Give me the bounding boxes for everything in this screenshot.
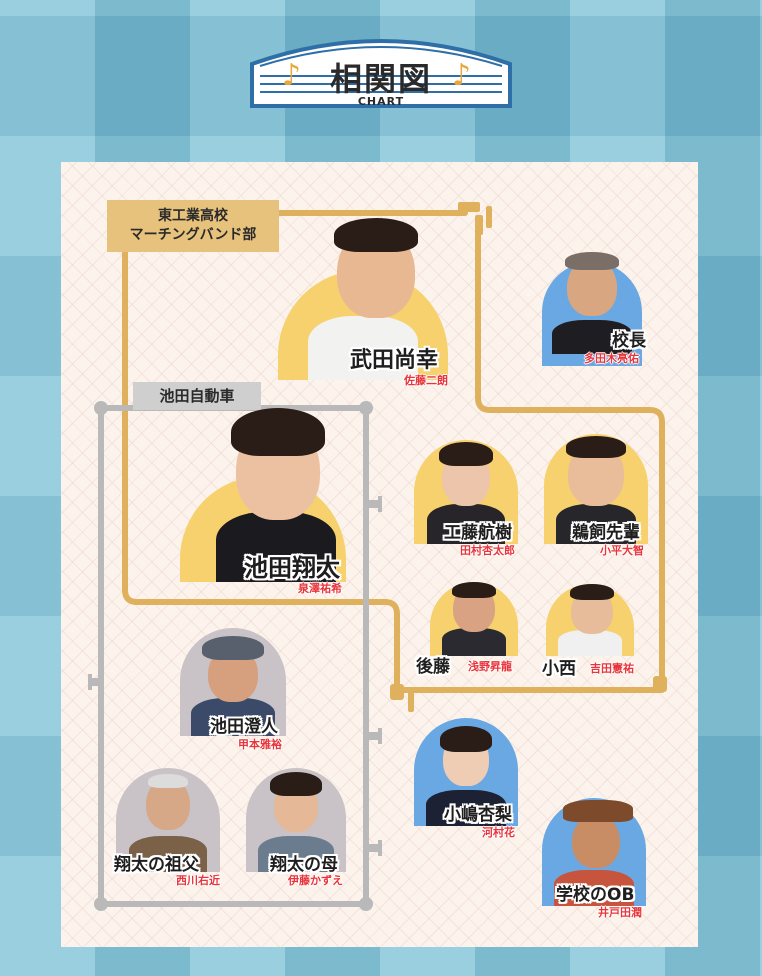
character-ukai: 鵜飼先輩 小平大智 <box>544 432 662 558</box>
portrait-hair <box>570 584 614 600</box>
actor-name: 甲本雅裕 <box>238 738 282 751</box>
portrait-body <box>442 628 506 656</box>
character-konishi: 小西 吉田憲祐 <box>540 584 652 679</box>
character-mother: 翔太の母 伊藤かずえ <box>246 768 358 887</box>
chart-title-badge: 相関図 CHART ♪ ♪ <box>246 24 516 110</box>
group-label-school-line2: マーチングバンド部 <box>129 227 257 243</box>
portrait-body <box>191 698 275 736</box>
portrait-hair <box>202 636 264 660</box>
character-name: 校長 <box>612 331 646 351</box>
portrait-hair <box>148 774 188 788</box>
portrait-hair <box>563 800 633 822</box>
actor-name: 浅野昇龍 <box>468 660 512 673</box>
character-name: 翔太の母 <box>270 855 338 875</box>
character-principal: 校長 多田木亮佑 <box>542 248 652 366</box>
character-name: 小西 <box>542 659 576 679</box>
music-note-icon: ♪ <box>282 58 302 93</box>
portrait-hair <box>334 218 418 252</box>
portrait-hair <box>452 582 496 598</box>
character-ikeda-sumito: 池田澄人 甲本雅裕 <box>180 628 298 751</box>
portrait-hair <box>565 252 619 270</box>
portrait-body <box>556 504 636 544</box>
portrait-body <box>258 836 334 872</box>
character-name: 鵜飼先輩 <box>572 523 640 543</box>
portrait-body <box>558 630 622 656</box>
group-label-marching-band: 東工業高校 マーチングバンド部 <box>107 200 279 252</box>
portrait-face <box>572 814 620 868</box>
character-goto: 後藤 浅野昇龍 <box>416 582 532 677</box>
portrait-hair <box>270 772 322 796</box>
portrait-body <box>552 320 632 354</box>
portrait-body <box>216 512 336 582</box>
character-school-ob: 学校のOB 井戸田潤 <box>542 796 658 920</box>
character-kojima: 小嶋杏梨 河村花 <box>414 716 530 840</box>
character-name: 学校のOB <box>556 885 635 905</box>
actor-name: 吉田憲祐 <box>590 662 634 675</box>
character-ikeda-shota: 池田翔太 泉澤祐希 <box>180 392 364 595</box>
character-takeda: 武田尚幸 佐藤二朗 <box>278 200 448 387</box>
actor-name: 小平大智 <box>600 544 644 557</box>
character-name: 小嶋杏梨 <box>444 805 512 825</box>
chart-subtitle: CHART <box>357 95 405 108</box>
portrait-body <box>554 870 634 906</box>
portrait-hair <box>231 408 325 456</box>
chart-title: 相関図 <box>329 60 432 98</box>
character-name: 池田澄人 <box>210 717 278 737</box>
actor-name: 河村花 <box>482 826 515 839</box>
music-note-icon: ♪ <box>452 58 472 93</box>
portrait-hair <box>566 436 626 458</box>
actor-name: 西川右近 <box>176 874 220 887</box>
title-badge-frame <box>250 39 512 108</box>
actor-name: 佐藤二朗 <box>404 374 448 387</box>
character-name: 後藤 <box>416 657 450 677</box>
portrait-body <box>129 836 207 872</box>
portrait-body <box>308 316 418 380</box>
actor-name: 伊藤かずえ <box>288 874 343 887</box>
actor-name: 田村杏太郎 <box>460 544 515 557</box>
portrait-body <box>426 790 506 826</box>
character-name: 工藤航樹 <box>444 523 512 543</box>
character-kudo: 工藤航樹 田村杏太郎 <box>414 438 534 558</box>
group-label-ikeda-motors: 池田自動車 <box>133 382 261 410</box>
portrait-hair <box>439 442 493 466</box>
group-label-school-line1: 東工業高校 <box>158 208 228 224</box>
character-name: 翔太の祖父 <box>114 855 199 875</box>
actor-name: 泉澤祐希 <box>298 582 342 595</box>
portrait-body <box>427 504 505 544</box>
portrait-hair <box>440 726 492 752</box>
character-name: 池田翔太 <box>244 554 340 582</box>
character-name: 武田尚幸 <box>350 348 439 373</box>
actor-name: 多田木亮佑 <box>584 352 639 365</box>
character-grandfather: 翔太の祖父 西川右近 <box>114 768 238 887</box>
actor-name: 井戸田潤 <box>598 906 642 919</box>
